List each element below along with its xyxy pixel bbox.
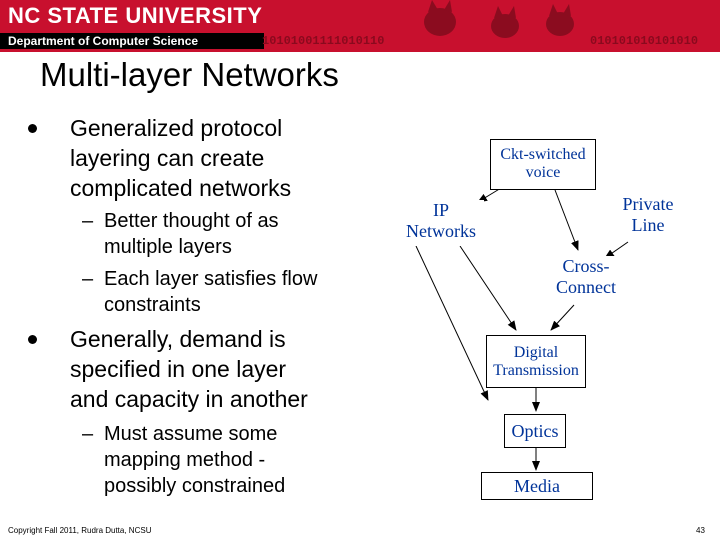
node-private-line: Private Line: [612, 194, 684, 240]
department-name: Department of Computer Science: [0, 33, 264, 49]
university-name: NC STATE UNIVERSITY: [8, 3, 263, 28]
node-label: Ckt-switched: [500, 146, 586, 163]
node-label: Private: [622, 194, 674, 214]
subbullet-line: constraints: [104, 294, 201, 316]
node-label: Media: [514, 476, 560, 496]
arrow-ip-to-digital: [459, 245, 517, 331]
subbullet-line: Each layer satisfies flow: [104, 268, 318, 290]
bullet-line: layering can create: [70, 145, 265, 171]
subbullet-line: Better thought of as: [104, 210, 279, 232]
bullet-dot-icon: [28, 335, 37, 344]
arrow-cross-to-digital: [550, 304, 575, 331]
bullet-line: and capacity in another: [70, 386, 308, 412]
subbullet-line: mapping method -: [104, 449, 266, 471]
binary-decoration: 010101010101010: [590, 34, 699, 48]
node-label: Optics: [511, 421, 559, 441]
arrow-ckt-to-cross: [554, 189, 579, 251]
node-label: Networks: [406, 220, 476, 241]
subbullet-dash: –: [82, 268, 94, 290]
node-label: Cross-: [562, 256, 610, 276]
node-ip-networks: IP Networks: [398, 200, 484, 246]
binary-decoration: 10101001111010110: [262, 34, 385, 48]
node-label: voice: [525, 164, 561, 182]
node-digital-transmission: Digital Transmission: [486, 335, 586, 388]
node-cross-connect: Cross- Connect: [544, 256, 628, 302]
bullet-dot-icon: [28, 124, 37, 133]
node-media: Media: [481, 472, 593, 500]
bullet-line: Generalized protocol: [70, 115, 283, 141]
subbullet-dash: –: [82, 210, 94, 232]
bullet-line: complicated networks: [70, 175, 292, 201]
bullet-line: specified in one layer: [70, 356, 287, 382]
node-optics: Optics: [504, 414, 566, 448]
node-label: Digital: [513, 344, 559, 361]
node-label: Connect: [556, 276, 616, 297]
node-ckt-switched-voice: Ckt-switched voice: [490, 139, 596, 190]
page-number: 43: [696, 526, 705, 535]
node-label: Line: [631, 214, 665, 235]
subbullet-line: possibly constrained: [104, 475, 286, 497]
node-label: Transmission: [493, 362, 579, 380]
wolf-mascot-icon: [424, 0, 574, 38]
subbullet-dash: –: [82, 423, 94, 445]
node-label: IP: [432, 200, 449, 220]
copyright-footer: Copyright Fall 2011, Rudra Dutta, NCSU: [8, 526, 152, 535]
subbullet-line: Must assume some: [104, 423, 278, 445]
header-banner: NC STATE UNIVERSITY Department of Comput…: [0, 0, 720, 52]
subbullet-line: multiple layers: [104, 236, 232, 258]
slide-title: Multi-layer Networks: [40, 56, 339, 93]
arrow-ip-to-optics: [415, 245, 489, 401]
bullet-line: Generally, demand is: [70, 326, 286, 352]
